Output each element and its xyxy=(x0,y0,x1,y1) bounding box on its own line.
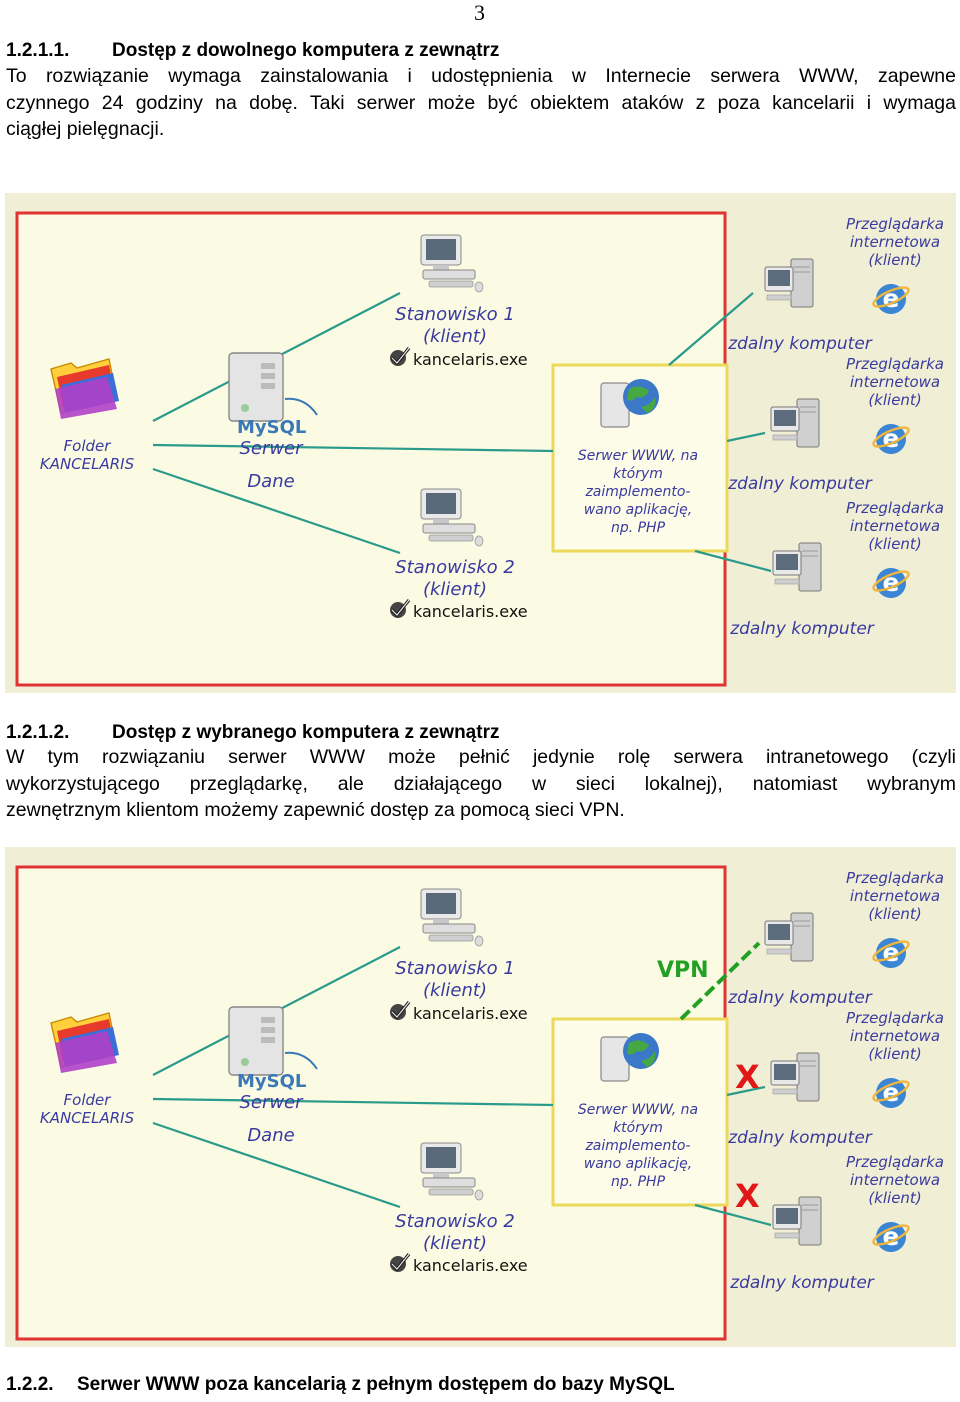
folder-label: KANCELARIS xyxy=(40,455,135,473)
folder-label: Folder xyxy=(64,1091,112,1109)
browser-label: internetowa xyxy=(850,517,940,535)
folder-label: KANCELARIS xyxy=(40,1109,135,1127)
network-diagram-1: e xyxy=(5,193,956,693)
station-1-label: Stanowisko 1 xyxy=(395,958,515,979)
data-label: Dane xyxy=(247,1125,294,1146)
paragraph-line: zewnętrznym klientom możemy zapewnić dos… xyxy=(6,799,625,821)
server-label: Serwer xyxy=(239,438,304,459)
station-2-label: (klient) xyxy=(423,579,487,600)
remote-computer-label: zdalny komputer xyxy=(727,474,873,494)
browser-label: Przeglądarka xyxy=(846,215,944,233)
remote-client-2: Przeglądarka internetowa (klient) zdalny… xyxy=(727,355,944,494)
blocked-mark: X xyxy=(735,1058,760,1096)
dolphin-icon xyxy=(284,1051,318,1070)
remote-computer-label: zdalny komputer xyxy=(727,988,873,1008)
app-name-label: kancelaris.exe xyxy=(413,1256,528,1275)
mysql-logo: MySQL xyxy=(237,417,306,438)
remote-client-2: Przeglądarka internetowa (klient) zdalny… xyxy=(727,1009,944,1148)
section-3-number: 1.2.2. xyxy=(6,1374,54,1395)
station-2-label: Stanowisko 2 xyxy=(395,1211,515,1232)
paragraph-line: To rozwiązanie wymaga zainstalowania i u… xyxy=(6,65,956,87)
browser-label: Przeglądarka xyxy=(846,499,944,517)
section-2-heading: 1.2.1.2. Dostęp z wybranego komputera z z… xyxy=(6,722,499,744)
blocked-mark: X xyxy=(735,1177,760,1215)
app-name-label: kancelaris.exe xyxy=(413,350,528,369)
section-1-number: 1.2.1.1. xyxy=(6,40,70,61)
section-1-paragraph: To rozwiązanie wymaga zainstalowania i u… xyxy=(6,63,956,143)
browser-label: (klient) xyxy=(868,535,921,553)
browser-label: (klient) xyxy=(868,1045,921,1063)
server-label: Serwer xyxy=(239,1092,304,1113)
section-2-paragraph: W tym rozwiązaniu serwer WWW może pełnić… xyxy=(6,744,956,824)
server-tower-icon xyxy=(228,352,284,422)
browser-label: internetowa xyxy=(850,233,940,251)
browser-label: Przeglądarka xyxy=(846,869,944,887)
section-3-title: Serwer WWW poza kancelarią z pełnym dost… xyxy=(77,1374,675,1395)
station-2-label: (klient) xyxy=(423,1233,487,1254)
web-server-label: Serwer WWW, na xyxy=(578,448,698,464)
remote-client-3: Przeglądarka internetowa (klient) zdalny… xyxy=(729,499,944,639)
remote-client-1: Przeglądarka internetowa (klient) zdalny… xyxy=(727,869,944,1008)
app-name-label: kancelaris.exe xyxy=(413,1004,528,1023)
remote-client-3: Przeglądarka internetowa (klient) zdalny… xyxy=(729,1153,944,1293)
folder-label: Folder xyxy=(64,437,112,455)
browser-label: internetowa xyxy=(850,887,940,905)
section-3-heading: 1.2.2. Serwer WWW poza kancelarią z pełny… xyxy=(6,1374,675,1396)
section-1-title: Dostęp z dowolnego komputera z zewnątrz xyxy=(112,40,500,61)
station-1-label: (klient) xyxy=(423,326,487,347)
server-tower-icon xyxy=(228,1006,284,1076)
remote-computer-label: zdalny komputer xyxy=(729,619,875,639)
web-server-label: którym xyxy=(613,1120,663,1136)
station-1-label: (klient) xyxy=(423,980,487,1001)
browser-label: Przeglądarka xyxy=(846,355,944,373)
page-number: 3 xyxy=(474,0,485,25)
station-2-label: Stanowisko 2 xyxy=(395,557,515,578)
web-server-label: Serwer WWW, na xyxy=(578,1102,698,1118)
network-diagram-2: VPN X X Folder KANCELARIS MySQL Serwer D… xyxy=(5,847,956,1347)
browser-label: internetowa xyxy=(850,1027,940,1045)
paragraph-line: czynnego 24 godziny na dobę. Taki serwer… xyxy=(6,91,956,114)
remote-computer-label: zdalny komputer xyxy=(727,1128,873,1148)
paragraph-line: ciągłej pielęgnacji. xyxy=(6,118,165,140)
browser-label: (klient) xyxy=(868,905,921,923)
paragraph-line: wykorzystującego przeglądarkę, ale dział… xyxy=(6,772,956,795)
browser-label: (klient) xyxy=(868,391,921,409)
data-label: Dane xyxy=(247,471,294,492)
browser-label: (klient) xyxy=(868,1189,921,1207)
browser-label: internetowa xyxy=(850,373,940,391)
vpn-link xyxy=(679,941,761,1021)
mysql-logo: MySQL xyxy=(237,1071,306,1092)
remote-client-1: Przeglądarka internetowa (klient) zdalny… xyxy=(727,215,944,354)
section-2-number: 1.2.1.2. xyxy=(6,722,70,743)
web-server-label: zaimplemento- xyxy=(584,484,690,500)
station-1-label: Stanowisko 1 xyxy=(395,304,515,325)
paragraph-line: W tym rozwiązaniu serwer WWW może pełnić… xyxy=(6,746,956,768)
browser-label: (klient) xyxy=(868,251,921,269)
web-server-label: zaimplemento- xyxy=(584,1138,690,1154)
folder-icon xyxy=(50,358,120,420)
browser-label: Przeglądarka xyxy=(846,1009,944,1027)
section-2-title: Dostęp z wybranego komputera z zewnątrz xyxy=(112,722,500,743)
folder-icon xyxy=(50,1012,120,1074)
app-name-label: kancelaris.exe xyxy=(413,602,528,621)
dolphin-icon xyxy=(284,397,318,416)
remote-computer-label: zdalny komputer xyxy=(727,334,873,354)
section-1-heading: 1.2.1.1. Dostęp z dowolnego komputera z z… xyxy=(6,40,499,62)
web-server-label: którym xyxy=(613,466,663,482)
remote-computer-label: zdalny komputer xyxy=(729,1273,875,1293)
browser-label: Przeglądarka xyxy=(846,1153,944,1171)
web-server-label: wano aplikację, xyxy=(584,1156,693,1172)
vpn-label: VPN xyxy=(657,958,709,983)
web-server-label: np. PHP xyxy=(611,1174,666,1190)
web-server-label: np. PHP xyxy=(611,520,666,536)
browser-label: internetowa xyxy=(850,1171,940,1189)
web-server-label: wano aplikację, xyxy=(584,502,693,518)
